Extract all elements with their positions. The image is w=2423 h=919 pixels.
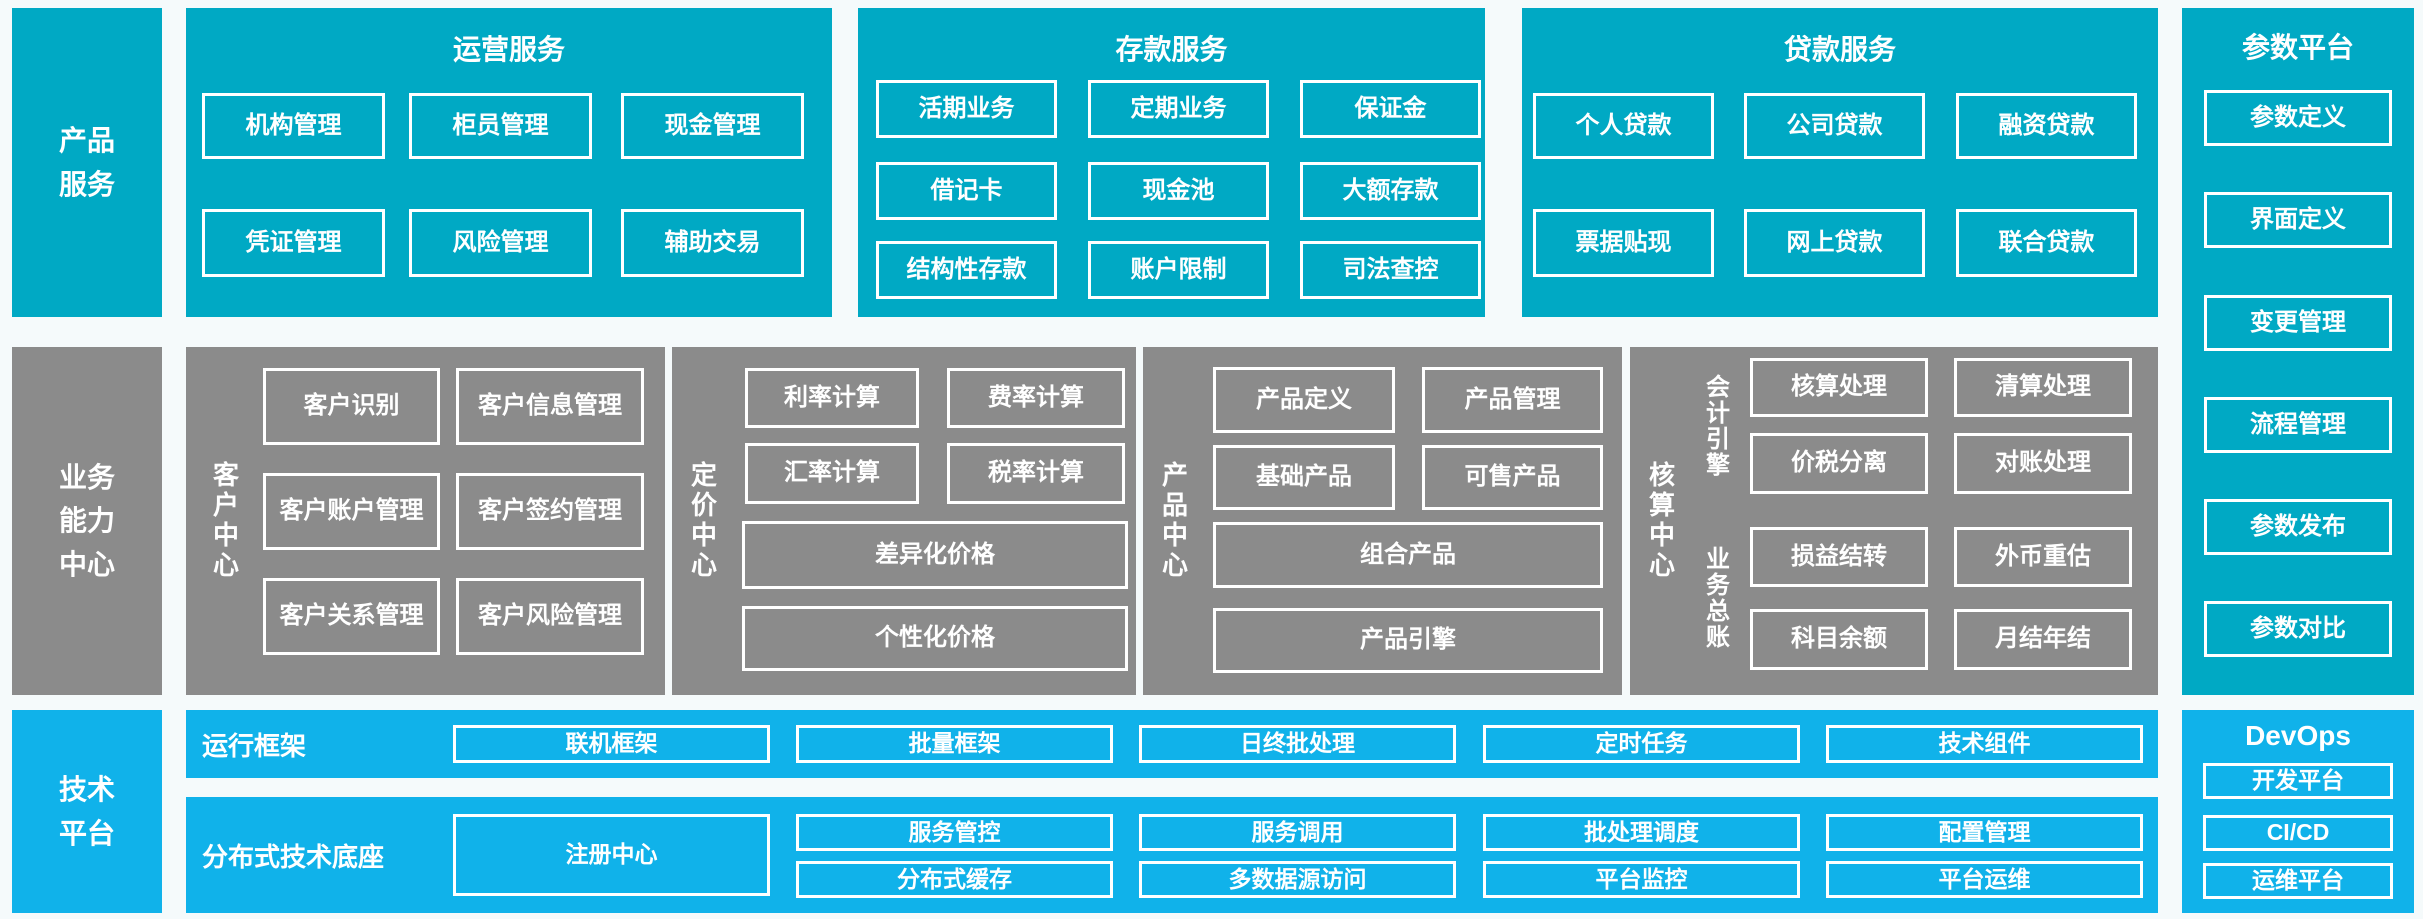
customer-box: 客户信息管理 xyxy=(456,368,644,445)
deposit-box: 现金池 xyxy=(1088,162,1269,220)
devops-box: 运维平台 xyxy=(2203,863,2393,899)
customer-box: 客户风险管理 xyxy=(456,578,644,655)
customer-box: 客户关系管理 xyxy=(263,578,440,655)
deposit-box: 活期业务 xyxy=(876,80,1057,138)
param-box: 参数定义 xyxy=(2204,90,2392,146)
distributed-box: 服务管控 xyxy=(796,814,1113,851)
customer-box: 客户账户管理 xyxy=(263,473,440,550)
pricing-box-wide: 个性化价格 xyxy=(742,606,1128,671)
loan-box: 个人贷款 xyxy=(1533,93,1714,159)
section-vertical-label: 核算中心 xyxy=(1645,461,1676,581)
bar-label: 运行框架 xyxy=(202,730,307,761)
ops-box: 风险管理 xyxy=(409,209,592,277)
customer-box: 客户签约管理 xyxy=(456,473,644,550)
product-box: 基础产品 xyxy=(1213,445,1395,510)
section-operations-services: 运营服务 机构管理 柜员管理 现金管理 凭证管理 风险管理 辅助交易 xyxy=(186,8,832,317)
customer-box: 客户识别 xyxy=(263,368,440,445)
param-box: 变更管理 xyxy=(2204,295,2392,351)
deposit-box: 定期业务 xyxy=(1088,80,1269,138)
loan-box: 网上贷款 xyxy=(1744,209,1925,277)
registry-center-box: 注册中心 xyxy=(453,814,770,896)
distributed-box: 多数据源访问 xyxy=(1139,861,1456,898)
section-customer-center: 客户中心 客户识别 客户信息管理 客户账户管理 客户签约管理 客户关系管理 客户… xyxy=(186,347,665,695)
deposit-box: 大额存款 xyxy=(1300,162,1481,220)
ops-box: 凭证管理 xyxy=(202,209,385,277)
pricing-box: 利率计算 xyxy=(745,368,919,428)
distributed-box: 服务调用 xyxy=(1139,814,1456,851)
loan-box: 票据贴现 xyxy=(1533,209,1714,277)
runtime-box: 技术组件 xyxy=(1826,725,2143,763)
accounting-box: 清算处理 xyxy=(1954,358,2132,417)
distributed-box: 配置管理 xyxy=(1826,814,2143,851)
accounting-box: 损益结转 xyxy=(1750,527,1928,587)
product-box: 产品定义 xyxy=(1213,367,1395,433)
runtime-box: 定时任务 xyxy=(1483,725,1800,763)
rail-business-capability-center: 业务 能力 中心 xyxy=(12,347,162,695)
param-box: 界面定义 xyxy=(2204,192,2392,248)
accounting-box: 外币重估 xyxy=(1954,527,2132,587)
pricing-box: 税率计算 xyxy=(947,443,1125,504)
ops-box: 辅助交易 xyxy=(621,209,804,277)
section-parameter-platform: 参数平台 参数定义 界面定义 变更管理 流程管理 参数发布 参数对比 xyxy=(2182,8,2414,695)
deposit-box: 借记卡 xyxy=(876,162,1057,220)
product-box: 产品管理 xyxy=(1422,367,1603,433)
section-vertical-label: 定价中心 xyxy=(687,461,718,581)
pricing-box: 汇率计算 xyxy=(745,443,919,504)
bar-label: 分布式技术底座 xyxy=(202,841,385,872)
distributed-box: 分布式缓存 xyxy=(796,861,1113,898)
ops-box: 现金管理 xyxy=(621,93,804,159)
section-vertical-label: 客户中心 xyxy=(209,461,240,581)
section-pricing-center: 定价中心 利率计算 费率计算 汇率计算 税率计算 差异化价格 个性化价格 xyxy=(672,347,1136,695)
loan-box: 融资贷款 xyxy=(1956,93,2137,159)
section-deposit-services: 存款服务 活期业务 定期业务 保证金 借记卡 现金池 大额存款 结构性存款 账户… xyxy=(858,8,1485,317)
accounting-box: 核算处理 xyxy=(1750,358,1928,417)
deposit-box: 保证金 xyxy=(1300,80,1481,138)
product-box: 可售产品 xyxy=(1422,445,1603,510)
accounting-box: 价税分离 xyxy=(1750,433,1928,494)
section-devops: DevOps 开发平台 CI/CD 运维平台 xyxy=(2182,710,2414,913)
section-title: 运营服务 xyxy=(452,34,565,65)
distributed-box: 平台运维 xyxy=(1826,861,2143,898)
section-title: 参数平台 xyxy=(2241,32,2354,63)
loan-box: 联合贷款 xyxy=(1956,209,2137,277)
section-product-center: 产品中心 产品定义 产品管理 基础产品 可售产品 组合产品 产品引擎 xyxy=(1143,347,1622,695)
devops-box: CI/CD xyxy=(2203,815,2393,851)
ops-box: 柜员管理 xyxy=(409,93,592,159)
pricing-box-wide: 差异化价格 xyxy=(742,521,1128,589)
pricing-box: 费率计算 xyxy=(947,368,1125,428)
runtime-box: 批量框架 xyxy=(796,725,1113,763)
product-box-wide: 组合产品 xyxy=(1213,522,1603,588)
accounting-box: 科目余额 xyxy=(1750,609,1928,670)
product-box-wide: 产品引擎 xyxy=(1213,608,1603,673)
section-title: 贷款服务 xyxy=(1783,34,1896,65)
devops-box: 开发平台 xyxy=(2203,763,2393,799)
section-accounting-center: 核算中心 会计引擎 业务总账 核算处理 清算处理 价税分离 对账处理 损益结转 … xyxy=(1630,347,2158,695)
deposit-box: 账户限制 xyxy=(1088,241,1269,299)
deposit-box: 司法查控 xyxy=(1300,241,1481,299)
param-box: 参数对比 xyxy=(2204,601,2392,657)
ops-box: 机构管理 xyxy=(202,93,385,159)
param-box: 参数发布 xyxy=(2204,499,2392,555)
section-title: 存款服务 xyxy=(1115,34,1228,65)
distributed-box: 批处理调度 xyxy=(1483,814,1800,851)
accounting-box: 月结年结 xyxy=(1954,609,2132,670)
runtime-box: 日终批处理 xyxy=(1139,725,1456,763)
loan-box: 公司贷款 xyxy=(1744,93,1925,159)
section-loan-services: 贷款服务 个人贷款 公司贷款 融资贷款 票据贴现 网上贷款 联合贷款 xyxy=(1522,8,2158,317)
distributed-box: 平台监控 xyxy=(1483,861,1800,898)
bar-distributed-tech-base: 分布式技术底座 注册中心 服务管控 服务调用 批处理调度 配置管理 分布式缓存 … xyxy=(186,797,2158,913)
rail-product-services: 产品 服务 xyxy=(12,8,162,317)
runtime-box: 联机框架 xyxy=(453,725,770,763)
accounting-box: 对账处理 xyxy=(1954,433,2132,494)
subgroup-vertical-label: 业务总账 xyxy=(1701,546,1729,650)
subgroup-vertical-label: 会计引擎 xyxy=(1701,374,1729,478)
param-box: 流程管理 xyxy=(2204,397,2392,453)
section-title: DevOps xyxy=(2245,720,2351,751)
section-vertical-label: 产品中心 xyxy=(1158,461,1189,581)
bar-runtime-framework: 运行框架 联机框架 批量框架 日终批处理 定时任务 技术组件 xyxy=(186,710,2158,778)
rail-tech-platform: 技术 平台 xyxy=(12,710,162,913)
deposit-box: 结构性存款 xyxy=(876,241,1057,299)
